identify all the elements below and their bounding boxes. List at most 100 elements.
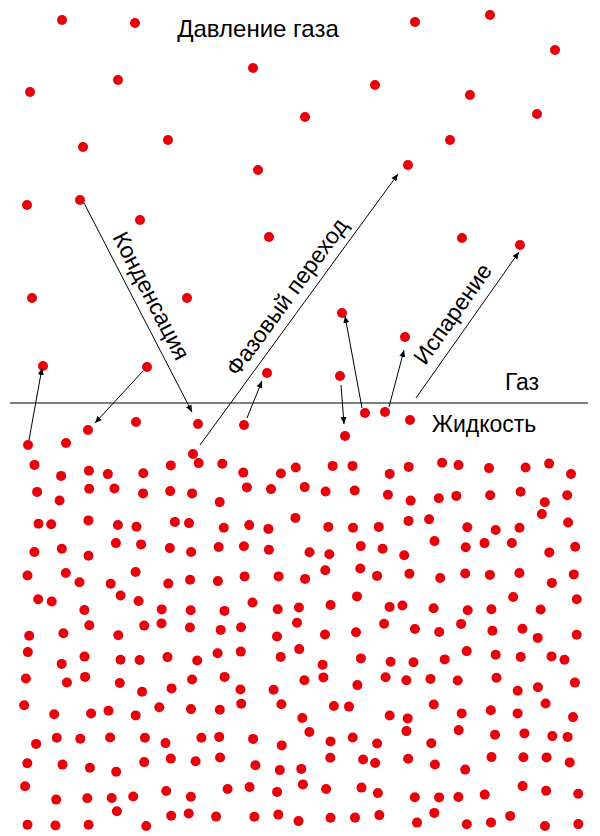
molecule-dot: [515, 240, 525, 250]
phase-label: Жидкость: [432, 413, 537, 436]
molecule-dot: [219, 523, 229, 533]
molecule-dot: [323, 522, 333, 532]
molecule-dot: [385, 469, 395, 479]
molecule-dot: [305, 547, 315, 557]
molecule-dot: [453, 676, 463, 686]
molecule-dot: [128, 792, 138, 802]
molecule-dot: [116, 655, 126, 665]
molecule-dot: [192, 656, 202, 666]
molecule-dot: [113, 630, 123, 640]
molecule-dot: [269, 685, 279, 695]
molecule-dot: [223, 784, 233, 794]
molecule-dot: [80, 672, 90, 682]
molecule-dot: [22, 758, 32, 768]
molecule-dot: [131, 567, 141, 577]
molecule-dot: [78, 142, 88, 152]
molecule-dot: [27, 293, 37, 303]
molecule-dot: [379, 619, 389, 629]
molecule-dot: [356, 653, 366, 663]
molecule-dot: [485, 570, 495, 580]
molecule-dot: [300, 574, 310, 584]
molecule-dot: [568, 712, 578, 722]
molecule-dot: [109, 484, 119, 494]
molecule-dot: [507, 538, 517, 548]
molecules: [19, 10, 583, 831]
molecule-dot: [461, 542, 471, 552]
molecule-dot: [298, 779, 308, 789]
molecule-dot: [166, 754, 176, 764]
molecule-dot: [161, 786, 171, 796]
interface-line: [10, 403, 588, 404]
molecule-dot: [325, 753, 335, 763]
molecule-dot: [573, 819, 583, 829]
molecule-dot: [541, 786, 551, 796]
molecule-dot: [57, 544, 67, 554]
molecule-dot: [516, 487, 526, 497]
molecule-dot: [462, 819, 472, 829]
molecule-dot: [514, 568, 524, 578]
molecule-dot: [163, 579, 173, 589]
molecule-dot: [82, 793, 92, 803]
molecule-dot: [84, 820, 94, 830]
molecule-dot: [19, 700, 29, 710]
molecule-dot: [340, 431, 350, 441]
molecule-dot: [435, 573, 445, 583]
molecule-dot: [404, 462, 414, 472]
molecule-dot: [186, 605, 196, 615]
molecule-dot: [457, 708, 467, 718]
molecule-dot: [131, 417, 141, 427]
molecule-dot: [186, 704, 196, 714]
molecule-dot: [401, 675, 411, 685]
molecule-dot: [58, 760, 68, 770]
molecule-dot: [550, 45, 560, 55]
molecule-dot: [456, 619, 466, 629]
molecule-dot: [352, 591, 362, 601]
molecule-dot: [23, 440, 33, 450]
molecule-dot: [188, 449, 198, 459]
molecule-dot: [135, 655, 145, 665]
molecule-dot: [374, 522, 384, 532]
molecule-dot: [113, 75, 123, 85]
molecule-dot: [300, 112, 310, 122]
molecule-dot: [138, 468, 148, 478]
molecule-dot: [263, 524, 273, 534]
molecule-dot: [403, 713, 413, 723]
molecule-dot: [569, 569, 579, 579]
molecule-dot: [299, 675, 309, 685]
molecule-dot: [215, 497, 225, 507]
molecule-dot: [485, 490, 495, 500]
molecule-dot: [462, 522, 472, 532]
molecule-dot: [374, 810, 384, 820]
molecule-dot: [491, 525, 501, 535]
molecule-dot: [326, 600, 336, 610]
molecule-dot: [140, 733, 150, 743]
molecule-dot: [572, 630, 582, 640]
molecule-dot: [356, 541, 366, 551]
molecule-dot: [294, 816, 304, 826]
molecule-dot: [318, 660, 328, 670]
molecule-dot: [113, 520, 123, 530]
molecule-dot: [161, 738, 171, 748]
molecule-dot: [434, 792, 444, 802]
molecule-dot: [167, 683, 177, 693]
molecule-dot: [83, 425, 93, 435]
molecule-dot: [186, 547, 196, 557]
molecule-dot: [320, 565, 330, 575]
molecule-dot: [191, 756, 201, 766]
molecule-dot: [250, 760, 260, 770]
molecule-dot: [187, 488, 197, 498]
molecule-dot: [235, 685, 245, 695]
molecule-dot: [304, 727, 314, 737]
molecule-dot: [239, 420, 249, 430]
molecule-dot: [434, 627, 444, 637]
molecule-dot: [213, 576, 223, 586]
molecule-dot: [429, 700, 439, 710]
molecule-dot: [111, 767, 121, 777]
molecule-dot: [249, 812, 259, 822]
process-label: Конденсация: [109, 228, 194, 363]
molecule-dot: [86, 709, 96, 719]
molecule-dot: [184, 518, 194, 528]
molecule-dot: [213, 648, 223, 658]
molecule-dot: [454, 725, 464, 735]
molecule-dot: [32, 487, 42, 497]
